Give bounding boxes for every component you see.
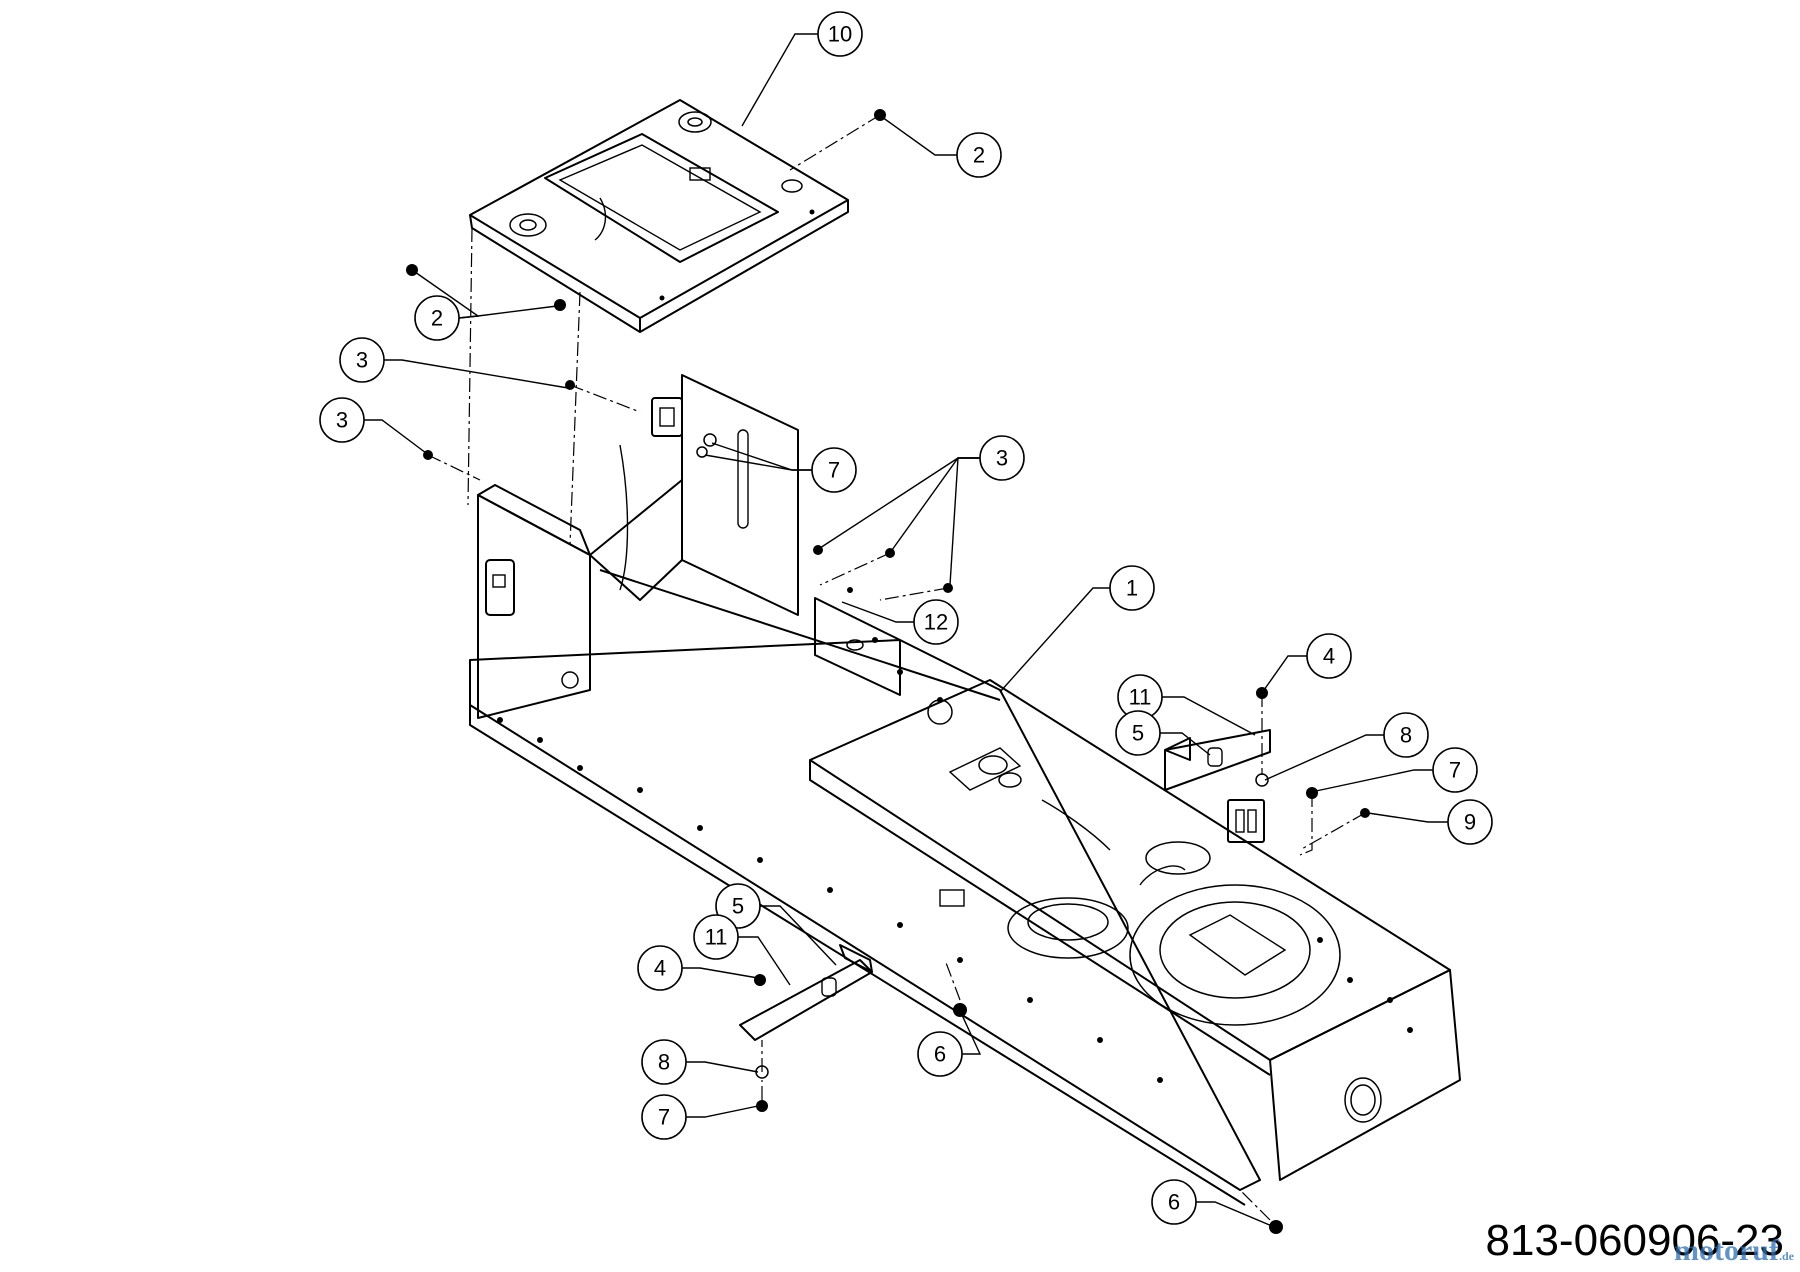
callout-9-label: 9 bbox=[1464, 810, 1476, 835]
frame-holes bbox=[497, 587, 1413, 1083]
bracket-upper-part bbox=[1164, 729, 1271, 791]
callout-2-upper-label: 2 bbox=[973, 143, 985, 168]
callout-2-lower: 2 bbox=[414, 295, 460, 341]
callout-3-b: 3 bbox=[319, 397, 365, 443]
callout-8-right: 8 bbox=[1383, 712, 1429, 758]
callout-5-right-label: 5 bbox=[1132, 721, 1144, 746]
watermark-logo: motoruf.de bbox=[1674, 1234, 1794, 1268]
callout-8-left: 8 bbox=[641, 1039, 687, 1085]
callout-6-middle: 6 bbox=[917, 1031, 963, 1077]
callout-12-label: 12 bbox=[924, 610, 948, 635]
callout-1: 1 bbox=[1109, 565, 1155, 611]
callout-3-b-label: 3 bbox=[336, 408, 348, 433]
callout-11-left-label: 11 bbox=[705, 925, 728, 950]
seat-switch-part bbox=[651, 397, 717, 458]
callout-4-right-label: 4 bbox=[1323, 644, 1335, 669]
callout-3-c: 3 bbox=[979, 435, 1025, 481]
callout-5-left: 5 bbox=[715, 883, 761, 929]
callout-7-lower-label: 7 bbox=[658, 1105, 670, 1130]
callout-7-lower: 7 bbox=[641, 1094, 687, 1140]
bracket-lower-part bbox=[739, 944, 873, 1041]
callout-4-left: 4 bbox=[637, 945, 683, 991]
callout-6-middle-label: 6 bbox=[934, 1042, 946, 1067]
callout-2-upper: 2 bbox=[956, 132, 1002, 178]
callout-6-lower: 6 bbox=[1151, 1179, 1197, 1225]
callout-5-left-label: 5 bbox=[732, 894, 744, 919]
callout-3-c-label: 3 bbox=[996, 446, 1008, 471]
callout-7-upper: 7 bbox=[811, 447, 857, 493]
callout-7-right: 7 bbox=[1432, 747, 1478, 793]
callout-7-right-label: 7 bbox=[1449, 758, 1461, 783]
callout-11-right: 11 bbox=[1117, 674, 1163, 720]
callout-12: 12 bbox=[913, 599, 959, 645]
seat-plate-part bbox=[469, 99, 849, 333]
drawing-part-number: 813-060906-23 bbox=[1485, 1216, 1784, 1265]
callout-10: 10 bbox=[817, 11, 863, 57]
switch-module-part bbox=[1227, 799, 1265, 843]
callout-4-right: 4 bbox=[1306, 633, 1352, 679]
callout-7-upper-label: 7 bbox=[828, 458, 840, 483]
leader-lines bbox=[364, 33, 1448, 1227]
callout-8-right-label: 8 bbox=[1400, 723, 1412, 748]
callout-3-a-label: 3 bbox=[356, 348, 368, 373]
callout-5-right: 5 bbox=[1115, 710, 1161, 756]
callout-4-left-label: 4 bbox=[654, 956, 666, 981]
callout-8-left-label: 8 bbox=[658, 1050, 670, 1075]
main-frame-part bbox=[469, 374, 1461, 1206]
callout-3-a: 3 bbox=[339, 337, 385, 383]
watermark-suffix: .de bbox=[1779, 1249, 1794, 1263]
watermark-text: motoruf bbox=[1674, 1234, 1779, 1267]
callout-1-label: 1 bbox=[1126, 576, 1138, 601]
callout-9: 9 bbox=[1447, 799, 1493, 845]
callout-2-lower-label: 2 bbox=[431, 306, 443, 331]
callout-11-left: 11 bbox=[693, 914, 739, 960]
callout-6-lower-label: 6 bbox=[1168, 1190, 1180, 1215]
assembly-lines bbox=[427, 114, 1366, 1221]
callout-11-right-label: 11 bbox=[1129, 685, 1152, 710]
callout-10-label: 10 bbox=[828, 22, 852, 47]
